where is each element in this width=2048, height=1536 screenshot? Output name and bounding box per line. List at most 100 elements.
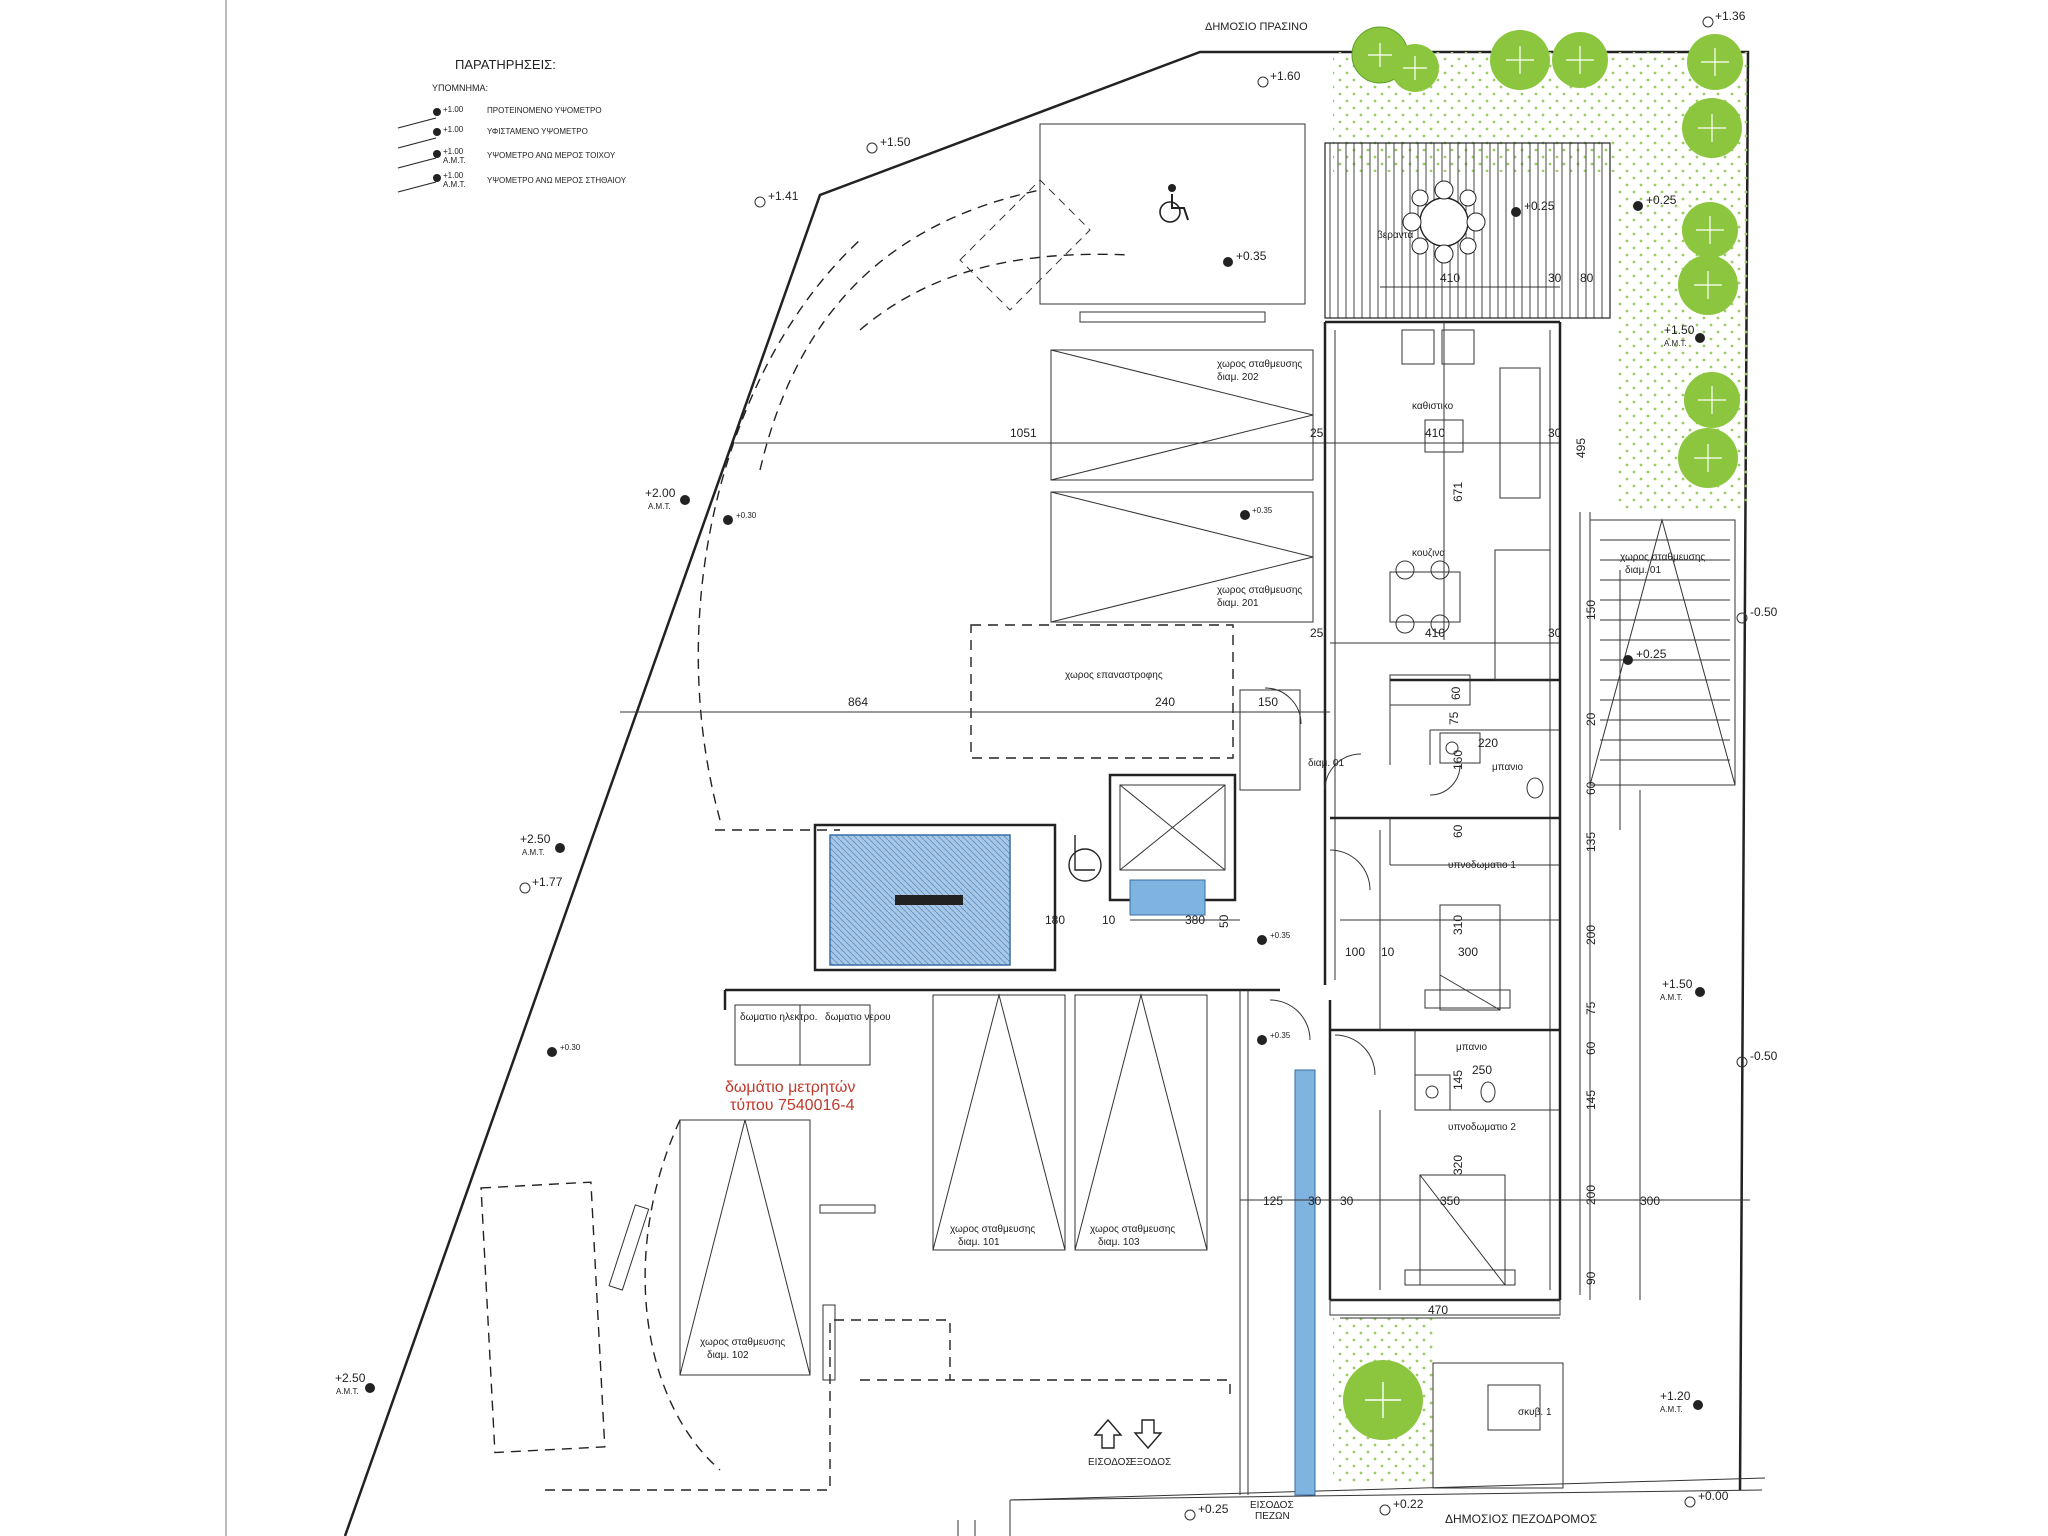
dining-table-icon <box>1402 180 1486 264</box>
level-marker: +2.50Α.Μ.Τ. <box>335 1371 375 1396</box>
parking-label: χωρος σταθμευσης <box>950 1224 1035 1235</box>
elevator <box>1068 773 1237 916</box>
dim-label: 75 <box>1447 711 1461 725</box>
level-marker: +0.25 <box>1184 1502 1229 1521</box>
dim-label: 60 <box>1451 824 1465 838</box>
svg-text:Α.Μ.Τ.: Α.Μ.Τ. <box>336 1387 359 1396</box>
svg-text:Α.Μ.Τ.: Α.Μ.Τ. <box>1664 339 1687 348</box>
dim-label: 160 <box>1451 750 1465 770</box>
apartment-label: διαμ. 01 <box>1308 758 1344 769</box>
dim-label: 380 <box>1185 913 1205 927</box>
drive-path <box>480 1181 606 1454</box>
legend-sub: Α.Μ.Τ. <box>443 180 466 189</box>
dim-label: 135 <box>1584 832 1598 852</box>
svg-text:+0.00: +0.00 <box>1698 1489 1729 1503</box>
water-room-label: δωματιο νερου <box>825 1012 891 1023</box>
parking-201: χωρος σταθμευσης διαμ. 201 <box>1050 491 1314 623</box>
level-marker: +0.35 <box>1257 1031 1291 1045</box>
dim-label: 350 <box>1440 1194 1460 1208</box>
parking-label: χωρος σταθμευσης <box>1620 552 1705 563</box>
level-marker: +1.60 <box>1257 69 1301 88</box>
entrance-label: ΕΙΣΟΔΟΣ <box>1088 1457 1132 1468</box>
stairwell <box>813 823 1057 972</box>
level-marker: +1.50 <box>866 135 911 154</box>
svg-text:+2.50: +2.50 <box>335 1371 366 1385</box>
svg-text:+0.35: +0.35 <box>1270 931 1291 940</box>
meter-room-type: τύπου 7540016-4 <box>730 1097 855 1114</box>
svg-text:+1.60: +1.60 <box>1270 69 1301 83</box>
tree-group <box>1343 26 1743 1440</box>
svg-text:Α.Μ.Τ.: Α.Μ.Τ. <box>522 848 545 857</box>
dim-label: 100 <box>1345 945 1365 959</box>
level-marker: +1.36 <box>1702 9 1746 28</box>
veranda: βεραντα <box>1324 142 1611 319</box>
svg-text:+2.00: +2.00 <box>645 486 676 500</box>
dim-label: 410 <box>1440 271 1460 285</box>
drive-path <box>860 1379 1231 1395</box>
svg-text:Α.Μ.Τ.: Α.Μ.Τ. <box>1660 1405 1683 1414</box>
dim-label: 671 <box>1451 482 1465 502</box>
dim-label: 30 <box>1340 1194 1354 1208</box>
parking-unit: διαμ. 201 <box>1217 598 1259 609</box>
dim-label: 180 <box>1045 913 1065 927</box>
dim-label: 300 <box>1640 1194 1660 1208</box>
dim-label: 60 <box>1584 781 1598 795</box>
plot-boundary <box>343 50 1750 1536</box>
dim-label: 300 <box>1458 945 1478 959</box>
dim-label: 310 <box>1451 915 1465 935</box>
svg-text:+0.25: +0.25 <box>1636 647 1667 661</box>
legend-symbol: +1.00 <box>443 171 464 180</box>
tree-icon <box>1678 255 1738 315</box>
parking-right: χωρος σταθμευσης διαμ. 01 <box>1589 518 1736 786</box>
svg-text:+1.20: +1.20 <box>1660 1389 1691 1403</box>
level-marker: +0.30 <box>723 511 757 525</box>
legend-text: ΥΨΟΜΕΤΡΟ ΑΝΩ ΜΕΡΟΣ ΤΟΙΧΟΥ <box>487 151 616 160</box>
dim-label: 80 <box>1580 271 1594 285</box>
parking-unit: διαμ. 103 <box>1098 1237 1140 1248</box>
dim-label: 320 <box>1451 1155 1465 1175</box>
bedroom2-label: υπνοδωματιο 2 <box>1448 1122 1516 1133</box>
bathroom-1: μπανιο <box>1429 732 1544 799</box>
level-marker: +0.22 <box>1379 1497 1424 1516</box>
drive-path <box>545 1319 951 1491</box>
kitchen: κουζινα <box>1389 548 1551 706</box>
level-marker: -0.50 <box>1736 1049 1778 1068</box>
dim-label: 250 <box>1472 1063 1492 1077</box>
drive-path <box>759 189 1041 471</box>
ped-entrance-label: ΕΙΣΟΔΟΣ <box>1250 1500 1294 1511</box>
bottom-marks <box>957 1520 976 1536</box>
svg-text:+0.25: +0.25 <box>1524 199 1555 213</box>
svg-text:-0.50: -0.50 <box>1750 605 1778 619</box>
svg-text:-0.50: -0.50 <box>1750 1049 1778 1063</box>
dim-label: 30 <box>1548 426 1562 440</box>
drive-path <box>859 253 1131 331</box>
wheelchair-icon <box>1159 184 1189 223</box>
level-marker: +0.35 <box>1257 931 1291 945</box>
meter-rooms: δωματιο ηλεκτρο. δωματιο νερου δωμάτιο μ… <box>723 988 1280 1114</box>
legend-title: ΥΠΟΜΝΗΜΑ: <box>432 83 488 93</box>
electric-room-label: δωματιο ηλεκτρο. <box>740 1012 817 1023</box>
svg-text:+0.25: +0.25 <box>1198 1502 1229 1516</box>
legend-row-2: +1.00 ΥΦΙΣΤΑΜΕΝΟ ΥΨΟΜΕΤΡΟ <box>397 125 588 149</box>
level-marker: +0.30 <box>547 1043 581 1057</box>
tree-icon <box>1684 372 1740 428</box>
boundary-top-label: ΔΗΜΟΣΙΟ ΠΡΑΣΙΝΟ <box>1205 21 1308 33</box>
legend-text: ΥΦΙΣΤΑΜΕΝΟ ΥΨΟΜΕΤΡΟ <box>487 127 588 136</box>
tree-icon <box>1391 44 1439 92</box>
parking-103: χωρος σταθμευσης διαμ. 103 <box>1074 993 1208 1251</box>
parking-label: χωρος σταθμευσης <box>1217 585 1302 596</box>
svg-text:+1.50: +1.50 <box>1664 323 1695 337</box>
tree-icon <box>1552 32 1608 88</box>
parking-102: χωρος σταθμευσης διαμ. 102 <box>679 1119 811 1376</box>
dim-label: 25 <box>1310 626 1324 640</box>
dim-label: 75 <box>1584 1001 1598 1015</box>
dim-label: 495 <box>1574 438 1588 458</box>
dim-label: 30 <box>1548 626 1562 640</box>
dim-label: 60 <box>1449 686 1463 700</box>
dim-label: 10 <box>1381 945 1395 959</box>
storage-label: σκυβ. 1 <box>1518 1407 1552 1418</box>
dim-label: 864 <box>848 695 868 709</box>
svg-text:+2.50: +2.50 <box>520 832 551 846</box>
parking-unit: διαμ. 202 <box>1217 372 1259 383</box>
